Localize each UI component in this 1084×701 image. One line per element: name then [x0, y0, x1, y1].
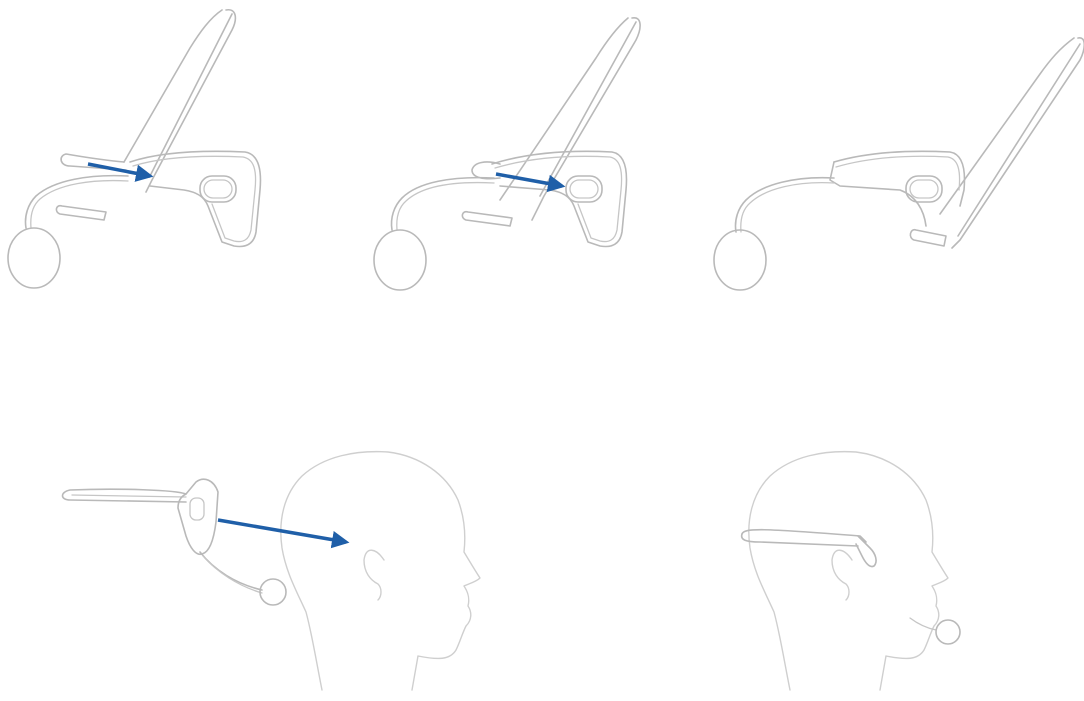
head-profile-icon: [281, 452, 480, 690]
ear-hook-icon: [472, 18, 640, 220]
headset-icon: [63, 479, 287, 605]
step-5-illustration: [742, 452, 960, 690]
headset-body: [492, 151, 626, 246]
microphone-boom-icon: [374, 178, 512, 290]
ear-hook-icon: [910, 38, 1084, 248]
direction-arrow-icon: [218, 520, 346, 542]
headset-body: [830, 151, 964, 226]
microphone-boom-icon: [8, 176, 128, 288]
direction-arrow-icon: [496, 174, 562, 186]
microphone-boom-icon: [714, 178, 834, 290]
step-4-illustration: [63, 452, 481, 690]
step-3-illustration: [714, 38, 1084, 290]
headset-body: [130, 151, 260, 246]
headset-icon: [742, 530, 960, 644]
head-profile-icon: [749, 452, 948, 690]
ear-hook-icon: [61, 10, 235, 192]
step-2-illustration: [374, 18, 640, 290]
step-1-illustration: [8, 10, 260, 288]
direction-arrow-icon: [88, 164, 150, 176]
